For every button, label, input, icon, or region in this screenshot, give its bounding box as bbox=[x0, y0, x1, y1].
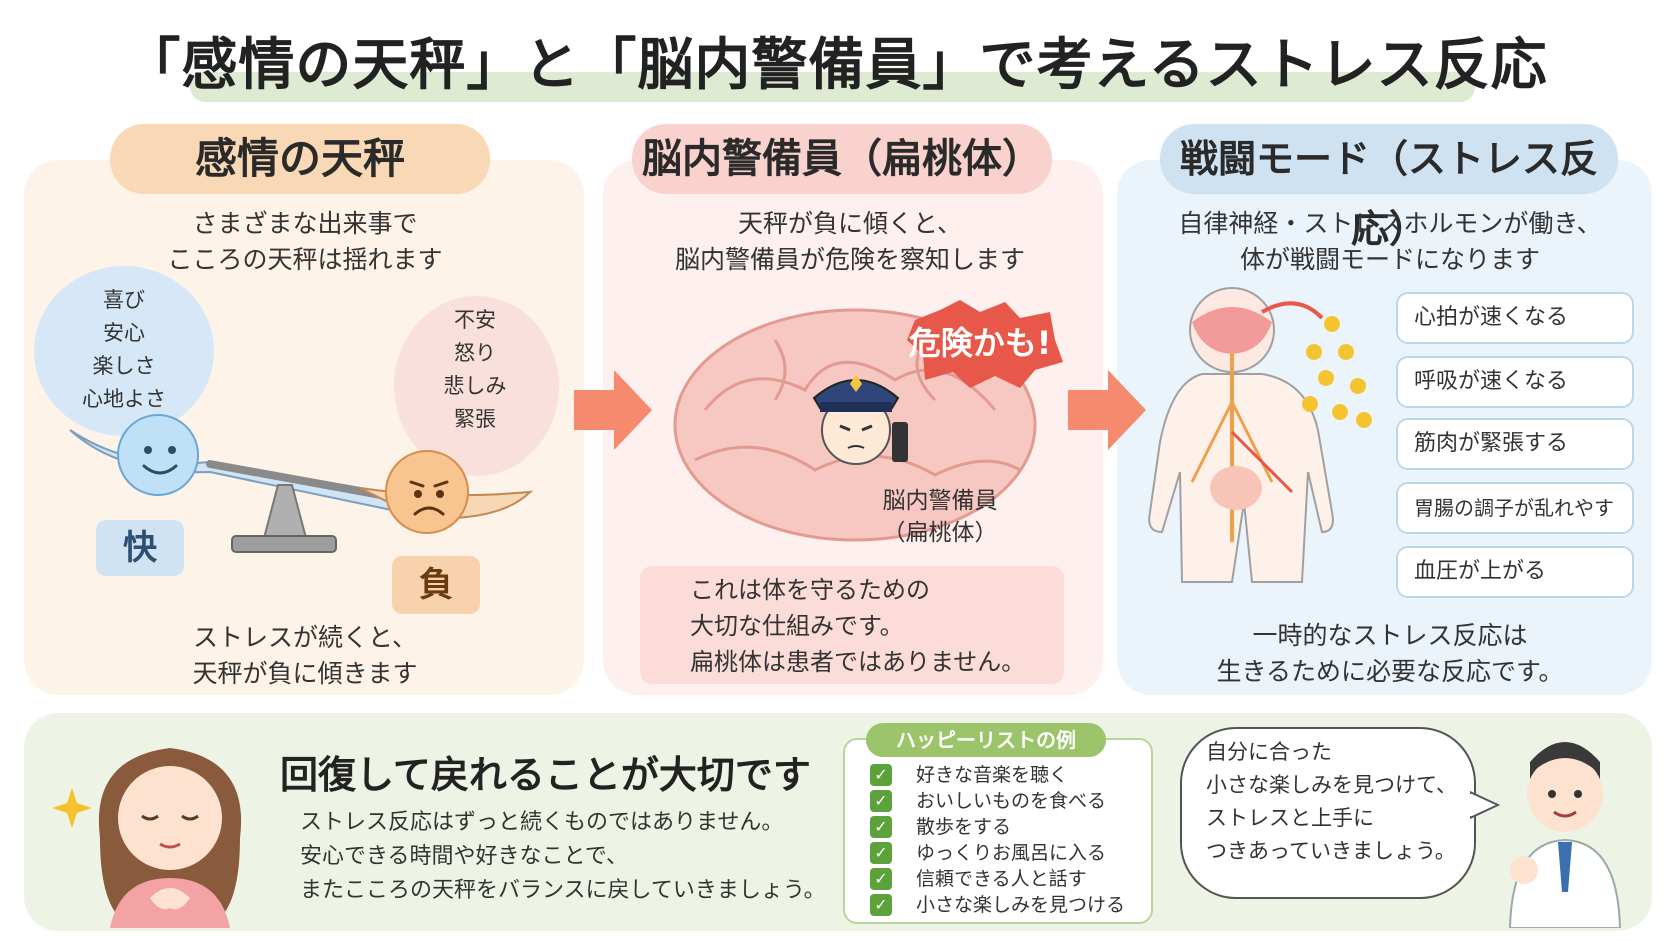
check-icon: ✓ bbox=[870, 894, 892, 916]
positive-emotion-list: 喜び 安心 楽しさ 心地よさ bbox=[82, 288, 166, 411]
speech-bubble bbox=[1180, 727, 1476, 899]
happy-list-item: 信頼できる人と話す bbox=[916, 868, 1087, 890]
check-icon: ✓ bbox=[870, 764, 892, 786]
symptom-item: 呼吸が速くなる bbox=[1396, 356, 1634, 408]
check-icon: ✓ bbox=[870, 816, 892, 838]
page-title: 「感情の天秤」と「脳内警備員」で考えるストレス反応 bbox=[124, 33, 1548, 98]
smile-face-icon bbox=[117, 414, 199, 496]
happy-list-item: おいしいものを食べる bbox=[916, 790, 1107, 812]
woman-relaxing-icon bbox=[98, 748, 242, 928]
body-nerve-icon bbox=[1148, 287, 1334, 583]
negative-emotion-cloud bbox=[394, 296, 559, 476]
happy-list-item: 好きな音楽を聴く bbox=[916, 764, 1069, 786]
check-icon: ✓ bbox=[870, 790, 892, 812]
happy-list-item: 散歩をする bbox=[916, 816, 1012, 838]
doctor-message: 自分に合った 小さな楽しみを見つけて、 ストレスと上手に つきあっていきましょう… bbox=[1206, 740, 1457, 863]
arrow-right-icon bbox=[574, 370, 652, 450]
sparkle-icon bbox=[52, 788, 92, 828]
positive-emotion-cloud bbox=[34, 266, 214, 436]
symptom-item: 心拍が速くなる bbox=[1396, 292, 1634, 344]
symptom-item: 胃腸の調子が乱れやすい bbox=[1396, 482, 1634, 568]
danger-burst bbox=[907, 300, 1063, 388]
check-icon: ✓ bbox=[870, 868, 892, 890]
symptom-item: 筋肉が緊張する bbox=[1396, 418, 1634, 470]
guard-intro: 天秤が負に傾くと、 脳内警備員が危険を察知します bbox=[674, 209, 1025, 274]
doctor-icon bbox=[1508, 742, 1622, 928]
speech-bubble-tail bbox=[1470, 790, 1500, 820]
happy-list-item: 小さな楽しみを見つける bbox=[916, 894, 1126, 916]
symptom-item: 血圧が上がる bbox=[1396, 546, 1634, 598]
guard-note: これは体を守るための 大切な仕組みです。 扁桃体は患者ではありません。 bbox=[690, 576, 1026, 676]
balance-heading: 感情の天秤 bbox=[110, 124, 490, 194]
hormone-dots bbox=[1302, 316, 1372, 428]
fight-heading: 戦闘モード（ストレス反応） bbox=[1160, 124, 1618, 251]
arrow-right-icon bbox=[1068, 370, 1146, 450]
police-guard-icon bbox=[812, 374, 908, 465]
negative-tag: 負 bbox=[392, 556, 480, 614]
fight-outro: 一時的なストレス反応は 生きるために必要な反応です。 bbox=[1216, 621, 1564, 686]
fight-intro: 自律神経・ストレスホルモンが働き、 体が戦闘モードになります bbox=[1178, 209, 1602, 274]
guard-label: 脳内警備員 （扁桃体） bbox=[882, 488, 998, 546]
happy-list-item: ゆっくりお風呂に入る bbox=[916, 842, 1107, 864]
guard-note-box bbox=[640, 566, 1064, 684]
check-icon: ✓ bbox=[870, 842, 892, 864]
guard-heading: 脳内警備員（扁桃体） bbox=[632, 124, 1052, 194]
recovery-text: ストレス反応はずっと続くものではありません。 安心できる時間や好きなことで、 ま… bbox=[300, 810, 826, 903]
positive-tag: 快 bbox=[96, 520, 184, 576]
happy-list-box bbox=[843, 738, 1153, 924]
balance-intro: さまざまな出来事で こころの天秤は揺れます bbox=[167, 209, 443, 274]
danger-label: 危険かも! bbox=[908, 324, 1052, 362]
happy-list-title: ハッピーリストの例 bbox=[866, 723, 1106, 757]
sad-face-icon bbox=[385, 450, 469, 534]
balance-outro: ストレスが続くと、 天秤が負に傾きます bbox=[192, 623, 418, 688]
title-underline bbox=[190, 72, 1475, 102]
recovery-title: 回復して戻れることが大切です bbox=[280, 753, 811, 797]
negative-emotion-list: 不安 怒り 悲しみ 緊張 bbox=[443, 308, 507, 431]
